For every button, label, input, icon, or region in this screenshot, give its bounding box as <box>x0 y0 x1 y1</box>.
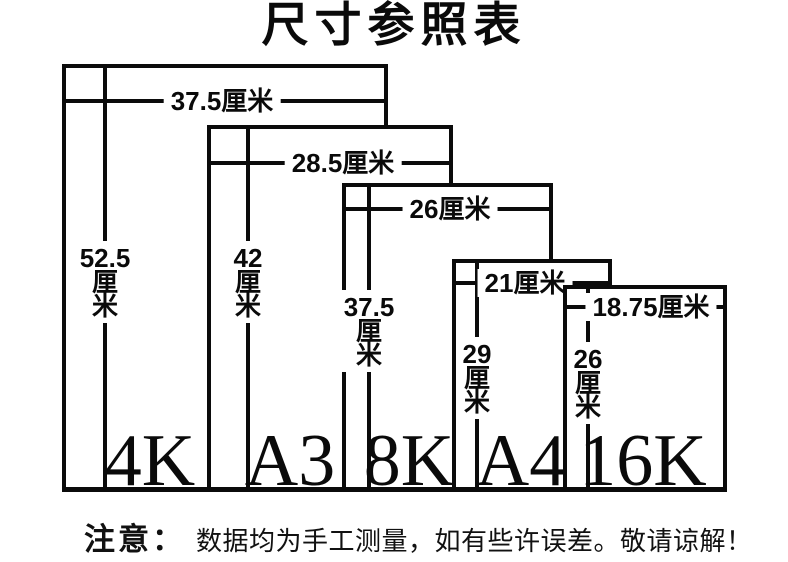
page-title: 尺寸参照表 <box>261 0 527 52</box>
paper-size-name: 4K <box>104 420 196 502</box>
paper-size-name: A4 <box>475 420 567 502</box>
height-unit: 厘米 <box>234 267 262 321</box>
height-unit: 厘米 <box>91 267 119 321</box>
height-dimension-label: 29 厘米 <box>459 337 495 419</box>
bottom-note: 注意： 数据均为手工测量，如有些许误差。敬请谅解！ <box>84 514 753 559</box>
height-value: 52.5 <box>79 243 131 273</box>
height-unit: 厘米 <box>355 316 383 370</box>
height-value: 29 <box>462 339 492 369</box>
height-dimension-label: 26 厘米 <box>570 342 606 424</box>
height-dimension-label: 37.5 厘米 <box>340 290 398 372</box>
paper-size-diagram: 37.5厘米 52.5 厘米 4K 28.5厘米 42 厘米 A3 26厘米 3… <box>62 64 727 502</box>
width-dimension-label: 28.5厘米 <box>284 149 402 177</box>
width-dimension-label: 21厘米 <box>477 269 573 297</box>
height-dimension-label: 52.5 厘米 <box>76 241 134 323</box>
note-text: 数据均为手工测量，如有些许误差。敬请谅解！ <box>196 526 753 556</box>
height-dimension-label: 42 厘米 <box>230 241 266 323</box>
width-dimension-label: 18.75厘米 <box>585 293 717 321</box>
paper-panel-16k: 18.75厘米 26 厘米 16K <box>563 285 727 502</box>
paper-size-name: A3 <box>244 420 336 502</box>
height-unit: 厘米 <box>463 363 491 417</box>
height-value: 37.5 <box>343 292 395 322</box>
height-unit: 厘米 <box>574 368 602 422</box>
height-value: 42 <box>233 243 263 273</box>
note-prefix: 注意： <box>84 522 186 557</box>
width-dimension-label: 37.5厘米 <box>163 87 281 115</box>
width-dimension-label: 26厘米 <box>402 195 498 223</box>
paper-size-name: 8K <box>363 420 455 502</box>
paper-size-name: 16K <box>579 420 707 502</box>
height-value: 26 <box>573 344 603 374</box>
